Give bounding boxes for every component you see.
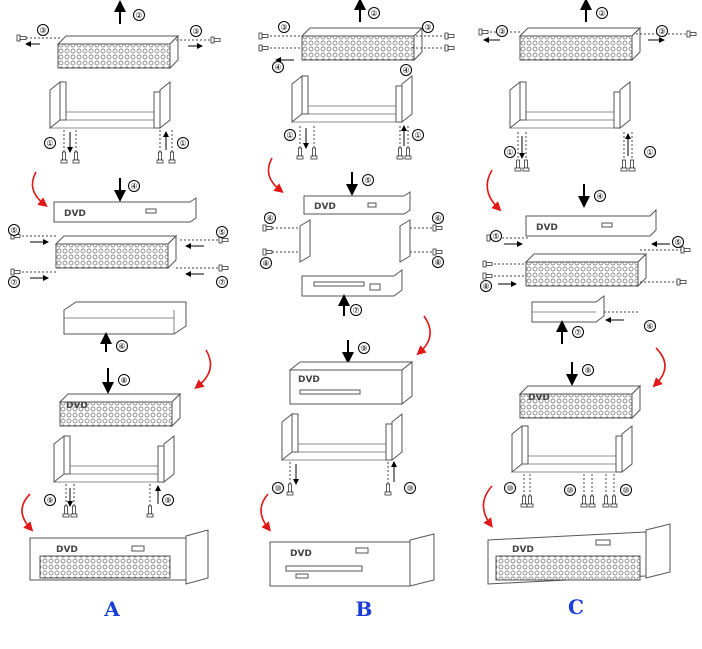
step-7-b: ⑦ <box>352 306 359 315</box>
step-1-b-left: ① <box>286 131 293 140</box>
panel-label-b: B <box>356 597 373 621</box>
svg-text:DVD: DVD <box>298 375 320 385</box>
step-10-b-right: ⑩ <box>406 484 413 493</box>
bracket-a <box>49 81 171 129</box>
cage-a-2 <box>55 235 177 269</box>
bracket-b-2 <box>281 413 403 461</box>
panel-label-c: C <box>568 595 584 619</box>
step-8-b-left: ⑧ <box>262 259 269 268</box>
step-1-c-right: ① <box>646 148 653 157</box>
svg-text:DVD: DVD <box>290 549 312 559</box>
panel-a: ② ③ ③ ① ① ④ DVD ⑤ ⑤ <box>8 0 229 621</box>
red-flow-arrow-b3 <box>260 493 271 532</box>
floppy-drive-c <box>531 295 605 323</box>
bracket-c-2 <box>511 425 633 473</box>
step-1-right: ① <box>179 139 186 148</box>
lower-device-a <box>63 301 187 335</box>
cage-c-2 <box>525 253 647 287</box>
svg-text:DVD: DVD <box>314 202 336 212</box>
step-2: ② <box>135 11 142 20</box>
panel-label-a: A <box>103 597 120 621</box>
step-2-b: ② <box>370 9 377 18</box>
red-flow-arrow <box>31 171 48 207</box>
step-10-c-2: ⑩ <box>566 486 573 495</box>
bracket-c <box>509 81 631 129</box>
final-assembly-a: DVD <box>29 529 209 585</box>
step-10-c-3: ⑩ <box>622 486 629 495</box>
red-flow-arrow-2 <box>194 349 212 390</box>
svg-text:DVD: DVD <box>536 223 558 233</box>
step-9-c: ⑨ <box>584 366 591 375</box>
bracket-b <box>291 75 413 123</box>
step-5-c-left: ⑤ <box>492 232 499 241</box>
red-flow-arrow-3 <box>21 493 34 532</box>
panel-b: ② ③ ④ ③ ④ ① ① ⑤ DVD ⑥ ⑧ <box>258 0 455 621</box>
svg-text:DVD: DVD <box>66 401 88 411</box>
svg-text:DVD: DVD <box>56 545 78 555</box>
step-7-right: ⑦ <box>218 278 225 287</box>
step-1-b-right: ① <box>414 131 421 140</box>
red-flow-arrow-c1 <box>486 169 502 212</box>
step-3-c-left: ③ <box>498 27 505 36</box>
panel-c: ② ③ ③ ① ① ④ DVD ⑤ ⑤ ⑧ <box>478 0 697 619</box>
step-10-c-1: ⑩ <box>506 484 513 493</box>
step-4: ④ <box>130 182 137 191</box>
red-flow-arrow-b2 <box>416 315 431 356</box>
step-3-b-right: ③ <box>424 23 431 32</box>
step-4-b-left: ④ <box>274 63 281 72</box>
red-flow-arrow-c2 <box>652 347 666 388</box>
final-assembly-c: DVD <box>487 523 671 585</box>
final-assembly-b: DVD <box>269 533 435 587</box>
floppy-drive-b <box>301 269 403 297</box>
dvd-drive-c: DVD <box>525 208 657 237</box>
step-5-left: ⑤ <box>10 226 17 235</box>
step-3-b-left: ③ <box>280 23 287 32</box>
top-cage-a <box>57 35 179 69</box>
step-9-left: ⑨ <box>46 496 53 505</box>
step-9-b: ⑨ <box>360 344 367 353</box>
cage-with-dvd-a: DVD <box>59 393 181 427</box>
side-rails-b <box>299 219 411 263</box>
step-3-c-right: ③ <box>658 27 665 36</box>
step-4-b-right: ④ <box>402 66 409 75</box>
dvd-drive-a: DVD <box>53 197 197 223</box>
step-9-right: ⑨ <box>164 496 171 505</box>
step-3-right: ③ <box>192 27 199 36</box>
red-flow-arrow-c3 <box>482 485 493 528</box>
step-1-left: ① <box>46 139 53 148</box>
red-flow-arrow-b1 <box>267 157 284 193</box>
step-8-c: ⑧ <box>482 282 489 291</box>
top-cage-b <box>301 27 423 61</box>
dvd-label: DVD <box>64 209 86 219</box>
step-3-left: ③ <box>39 26 46 35</box>
step-8: ⑧ <box>120 376 127 385</box>
bracket-a-2 <box>53 435 175 483</box>
step-2-c: ② <box>598 9 605 18</box>
svg-text:DVD: DVD <box>512 545 534 555</box>
step-6-b-right: ⑥ <box>434 214 441 223</box>
step-8-b-right: ⑧ <box>434 258 441 267</box>
step-7-c: ⑦ <box>574 328 581 337</box>
step-4-c: ④ <box>596 192 603 201</box>
step-6-c: ⑥ <box>646 322 653 331</box>
step-7-left: ⑦ <box>10 278 17 287</box>
svg-text:DVD: DVD <box>528 393 550 403</box>
cage-with-dvd-c: DVD <box>519 385 641 419</box>
dvd-drive-b: DVD <box>303 191 411 215</box>
step-6: ⑥ <box>118 342 125 351</box>
step-5-b: ⑤ <box>364 176 371 185</box>
step-1-c-left: ① <box>506 148 513 157</box>
cage-with-drives-b: DVD <box>288 360 414 406</box>
step-10-b-left: ⑩ <box>274 484 281 493</box>
step-5-right: ⑤ <box>218 228 225 237</box>
step-6-b-left: ⑥ <box>266 214 273 223</box>
step-5-c-right: ⑤ <box>674 238 681 247</box>
top-cage-c <box>519 27 641 61</box>
